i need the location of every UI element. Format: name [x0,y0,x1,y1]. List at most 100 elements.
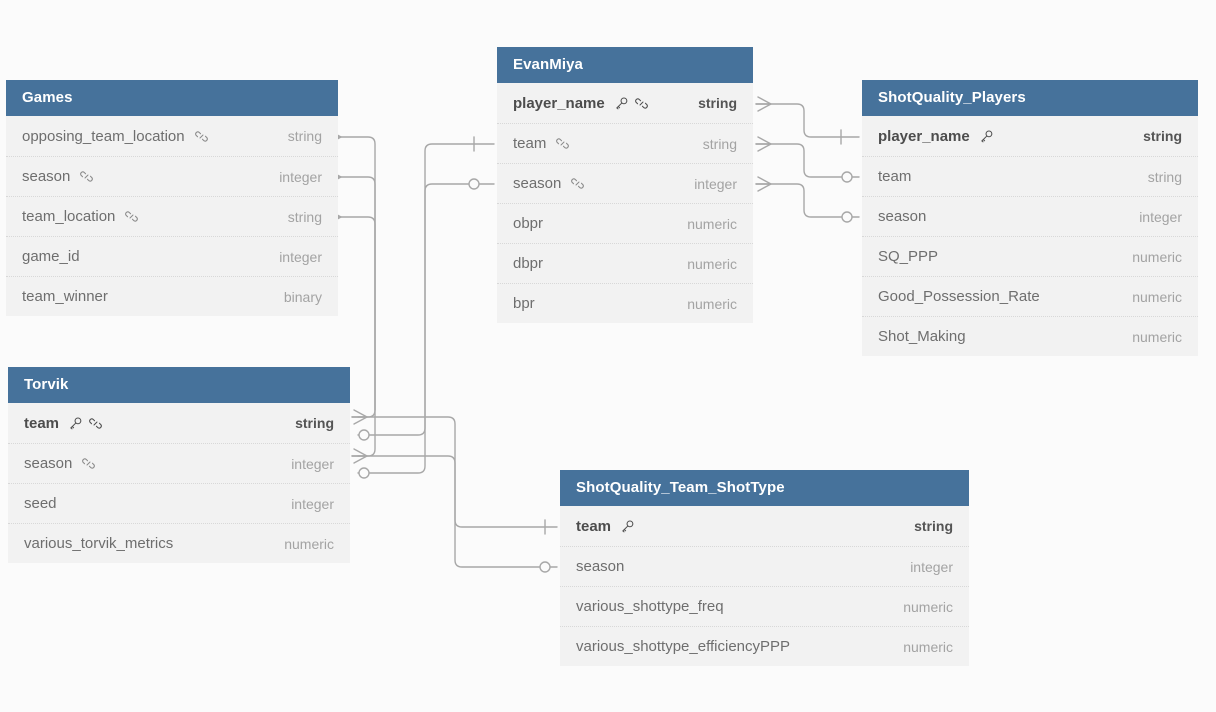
field-name-label: opposing_team_location [22,127,185,145]
field-name-cell: season [22,168,94,185]
field-row[interactable]: team_location string [6,196,338,236]
field-row[interactable]: team string [560,506,969,546]
field-icons [979,129,994,144]
marker-crowsfoot-torvik-team-a [351,409,368,425]
field-row[interactable]: seed integer [8,483,350,523]
field-type-label: numeric [1132,288,1182,305]
field-icons [124,209,139,224]
key-icon [614,96,629,111]
field-icons [570,176,585,191]
link-icon [88,416,103,431]
field-name-label: team_location [22,208,116,225]
entity-title-shotquality_players: ShotQuality_Players [862,80,1198,116]
link-icon [81,456,96,471]
field-icons [68,416,103,431]
field-name-cell: various_shottype_efficiencyPPP [576,638,790,655]
field-name-cell: season [513,175,585,192]
field-name-label: seed [24,495,57,512]
connector-evanmiya-team-sqplayers-team [755,143,860,178]
connector-torvik-team-sqteam-team [357,416,558,528]
field-name-label: various_torvik_metrics [24,535,174,552]
field-name-cell: various_shottype_freq [576,598,724,615]
field-type-label: string [287,208,322,225]
marker-crowsfoot-evanmiya-player_name [755,96,772,112]
marker-zeroone-torvik-season-b [358,467,370,479]
key-icon [979,129,994,144]
field-type-label: integer [291,495,334,512]
marker-crowsfoot-evanmiya-season [755,176,772,192]
field-name-cell: player_name [513,95,649,112]
field-type-label: numeric [903,638,953,655]
marker-zeroone-sqplayers-team [841,171,853,183]
link-icon [124,209,139,224]
field-row[interactable]: Good_Possession_Rate numeric [862,276,1198,316]
field-name-label: dbpr [513,255,544,272]
field-row[interactable]: opposing_team_location string [6,116,338,156]
entity-title-evanmiya: EvanMiya [497,47,753,83]
connector-torvik-team-evanmiya-team [357,143,495,436]
field-name-cell: Good_Possession_Rate [878,288,1040,305]
field-type-label: string [287,128,322,144]
field-name-label: team_winner [22,288,108,305]
field-type-label: integer [694,175,737,192]
marker-zeroone-evanmiya-season [468,178,480,190]
marker-zeroone-sqplayers-season [841,211,853,223]
field-row[interactable]: team string [497,123,753,163]
field-name-label: obpr [513,215,544,232]
field-type-label: string [702,135,737,152]
field-name-label: game_id [22,248,80,265]
key-icon [68,416,83,431]
marker-zeroone-sqteam-season [539,561,551,573]
field-name-label: season [513,175,562,192]
field-icons [81,456,96,471]
link-icon [194,129,209,144]
connector-torvik-season-evanmiya-season [357,183,495,474]
field-row[interactable]: various_shottype_efficiencyPPP numeric [560,626,969,666]
field-name-cell: season [878,208,926,225]
field-name-label: season [878,208,927,225]
field-name-label: various_shottype_freq [576,598,724,615]
field-name-cell: SQ_PPP [878,248,938,265]
field-row[interactable]: season integer [6,156,338,196]
field-type-label: integer [1139,208,1182,225]
field-name-label: bpr [513,295,535,312]
field-row[interactable]: season integer [862,196,1198,236]
field-name-label: team [878,168,912,185]
field-type-label: integer [279,168,322,185]
field-type-label: string [914,518,953,534]
field-name-cell: bpr [513,295,535,312]
field-type-label: integer [291,455,334,472]
field-name-cell: seed [24,495,57,512]
field-row[interactable]: season integer [497,163,753,203]
marker-crowsfoot-torvik-season-a [351,448,368,464]
field-name-label: team [576,517,612,535]
connector-torvik-season-sqteam-season [357,455,558,568]
field-name-label: team [513,135,547,152]
link-icon [570,176,585,191]
field-name-label: player_name [513,94,605,112]
